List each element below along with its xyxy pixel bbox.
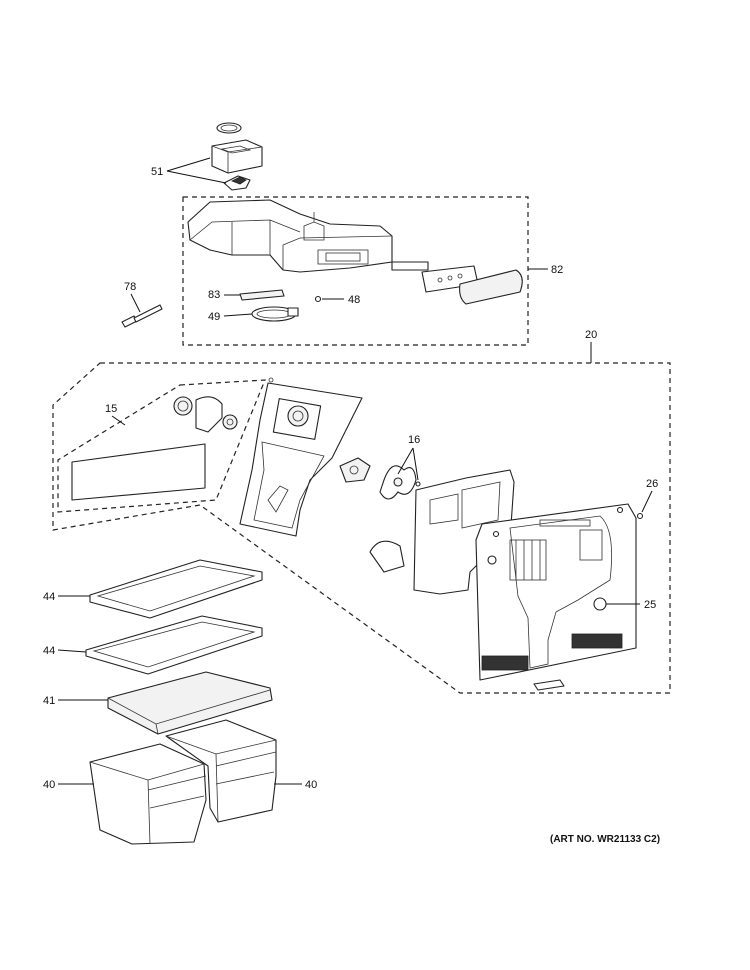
callout-49: 49: [208, 311, 253, 323]
callout-25: 25: [606, 599, 656, 611]
part-40-drawer-left: [89, 743, 207, 845]
part-49-clamp: [251, 306, 299, 322]
svg-text:26: 26: [646, 478, 658, 490]
callout-15: 15: [105, 403, 126, 426]
part-gasket-ring: [533, 679, 565, 691]
svg-text:83: 83: [208, 289, 220, 301]
group-20-boundary: [52, 362, 671, 694]
part-82-control-housing: [187, 199, 523, 305]
svg-text:40: 40: [43, 779, 55, 791]
svg-text:82: 82: [551, 264, 563, 276]
part-78-tool: [121, 304, 163, 328]
part-16-fan-motor: [339, 457, 421, 500]
callout-44-upper: 44: [43, 591, 90, 603]
svg-text:44: 44: [43, 645, 55, 657]
callout-20: 20: [585, 329, 597, 363]
svg-text:44: 44: [43, 591, 55, 603]
part-41-cover-shelf: [107, 671, 273, 735]
svg-text:78: 78: [124, 281, 136, 293]
part-damper-assembly: [173, 396, 238, 433]
part-51-dispenser-module: [211, 122, 263, 191]
part-44-shelf-upper: [89, 559, 263, 619]
part-44-shelf-lower: [85, 615, 263, 675]
svg-text:25: 25: [644, 599, 656, 611]
part-83-strip: [239, 289, 285, 301]
part-fan-shroud-small: [369, 540, 405, 573]
part-26-screw: [636, 512, 644, 520]
callout-16: 16: [397, 434, 420, 481]
svg-text:49: 49: [208, 311, 220, 323]
svg-text:20: 20: [585, 329, 597, 341]
callout-44-lower: 44: [43, 645, 87, 657]
part-evaporator-cover: [239, 377, 363, 537]
callout-51: 51: [151, 157, 227, 184]
svg-text:41: 41: [43, 695, 55, 707]
svg-text:40: 40: [305, 779, 317, 791]
part-25-rear-panel: [475, 503, 637, 681]
callout-83: 83: [208, 289, 240, 301]
part-15-insulation-panel: [71, 443, 206, 501]
svg-text:15: 15: [105, 403, 117, 415]
callout-41: 41: [43, 695, 108, 707]
callout-82: 82: [528, 264, 563, 276]
svg-text:51: 51: [151, 166, 163, 178]
art-number: (ART NO. WR21133 C2): [550, 834, 660, 845]
svg-text:48: 48: [348, 294, 360, 306]
part-40-drawer-right: [165, 719, 277, 823]
svg-text:16: 16: [408, 434, 420, 446]
part-48-screw: 48: [314, 294, 360, 306]
callout-40-right: 40: [274, 779, 317, 791]
callout-26: 26: [641, 478, 658, 513]
callout-78: 78: [124, 281, 141, 313]
callout-40-left: 40: [43, 779, 94, 791]
group-82-boundary: [182, 196, 529, 346]
